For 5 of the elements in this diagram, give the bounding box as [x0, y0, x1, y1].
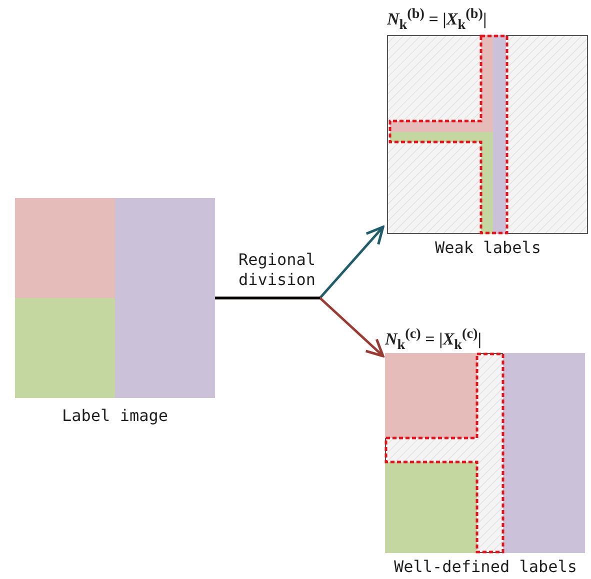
image-caption: Weak labels: [435, 238, 541, 257]
image-caption: Label image: [62, 406, 168, 425]
formula: N$_{k}$$^{(b)}$ = |X$_{k}$$^{(b)}$|: [387, 6, 487, 34]
formula: N$_{k}$$^{(c)}$ = |X$_{k}$$^{(c)}$|: [385, 326, 482, 354]
image-caption: Well-defined labels: [394, 557, 578, 576]
